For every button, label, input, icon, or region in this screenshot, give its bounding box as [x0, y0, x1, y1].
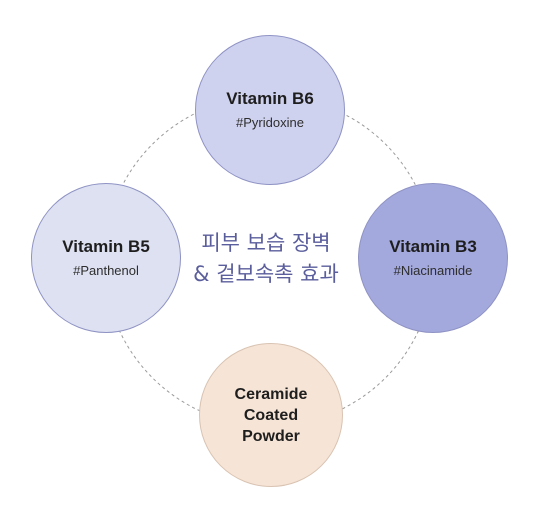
- node-vitamin-b5-title: Vitamin B5: [62, 237, 150, 256]
- node-vitamin-b3: Vitamin B3 #Niacinamide: [358, 183, 508, 333]
- center-caption: 피부 보습 장벽 & 겉보속촉 효과: [186, 228, 346, 290]
- node-vitamin-b6: Vitamin B6 #Pyridoxine: [195, 35, 345, 185]
- node-ceramide-powder: Ceramide Coated Powder: [199, 343, 343, 487]
- node-vitamin-b3-subtitle: #Niacinamide: [393, 263, 473, 278]
- node-vitamin-b5-subtitle: #Panthenol: [73, 263, 139, 278]
- node-vitamin-b5: Vitamin B5 #Panthenol: [31, 183, 181, 333]
- node-ceramide-line3: Powder: [242, 427, 300, 445]
- node-ceramide-line1: Ceramide: [234, 385, 308, 403]
- node-vitamin-b6-subtitle: #Pyridoxine: [236, 115, 304, 130]
- center-caption-line2: & 겉보속촉 효과: [193, 262, 339, 286]
- node-ceramide-line2: Coated: [243, 406, 299, 424]
- center-caption-line1: 피부 보습 장벽: [201, 231, 331, 255]
- node-vitamin-b3-title: Vitamin B3: [389, 237, 477, 256]
- node-vitamin-b6-title: Vitamin B6: [226, 89, 314, 108]
